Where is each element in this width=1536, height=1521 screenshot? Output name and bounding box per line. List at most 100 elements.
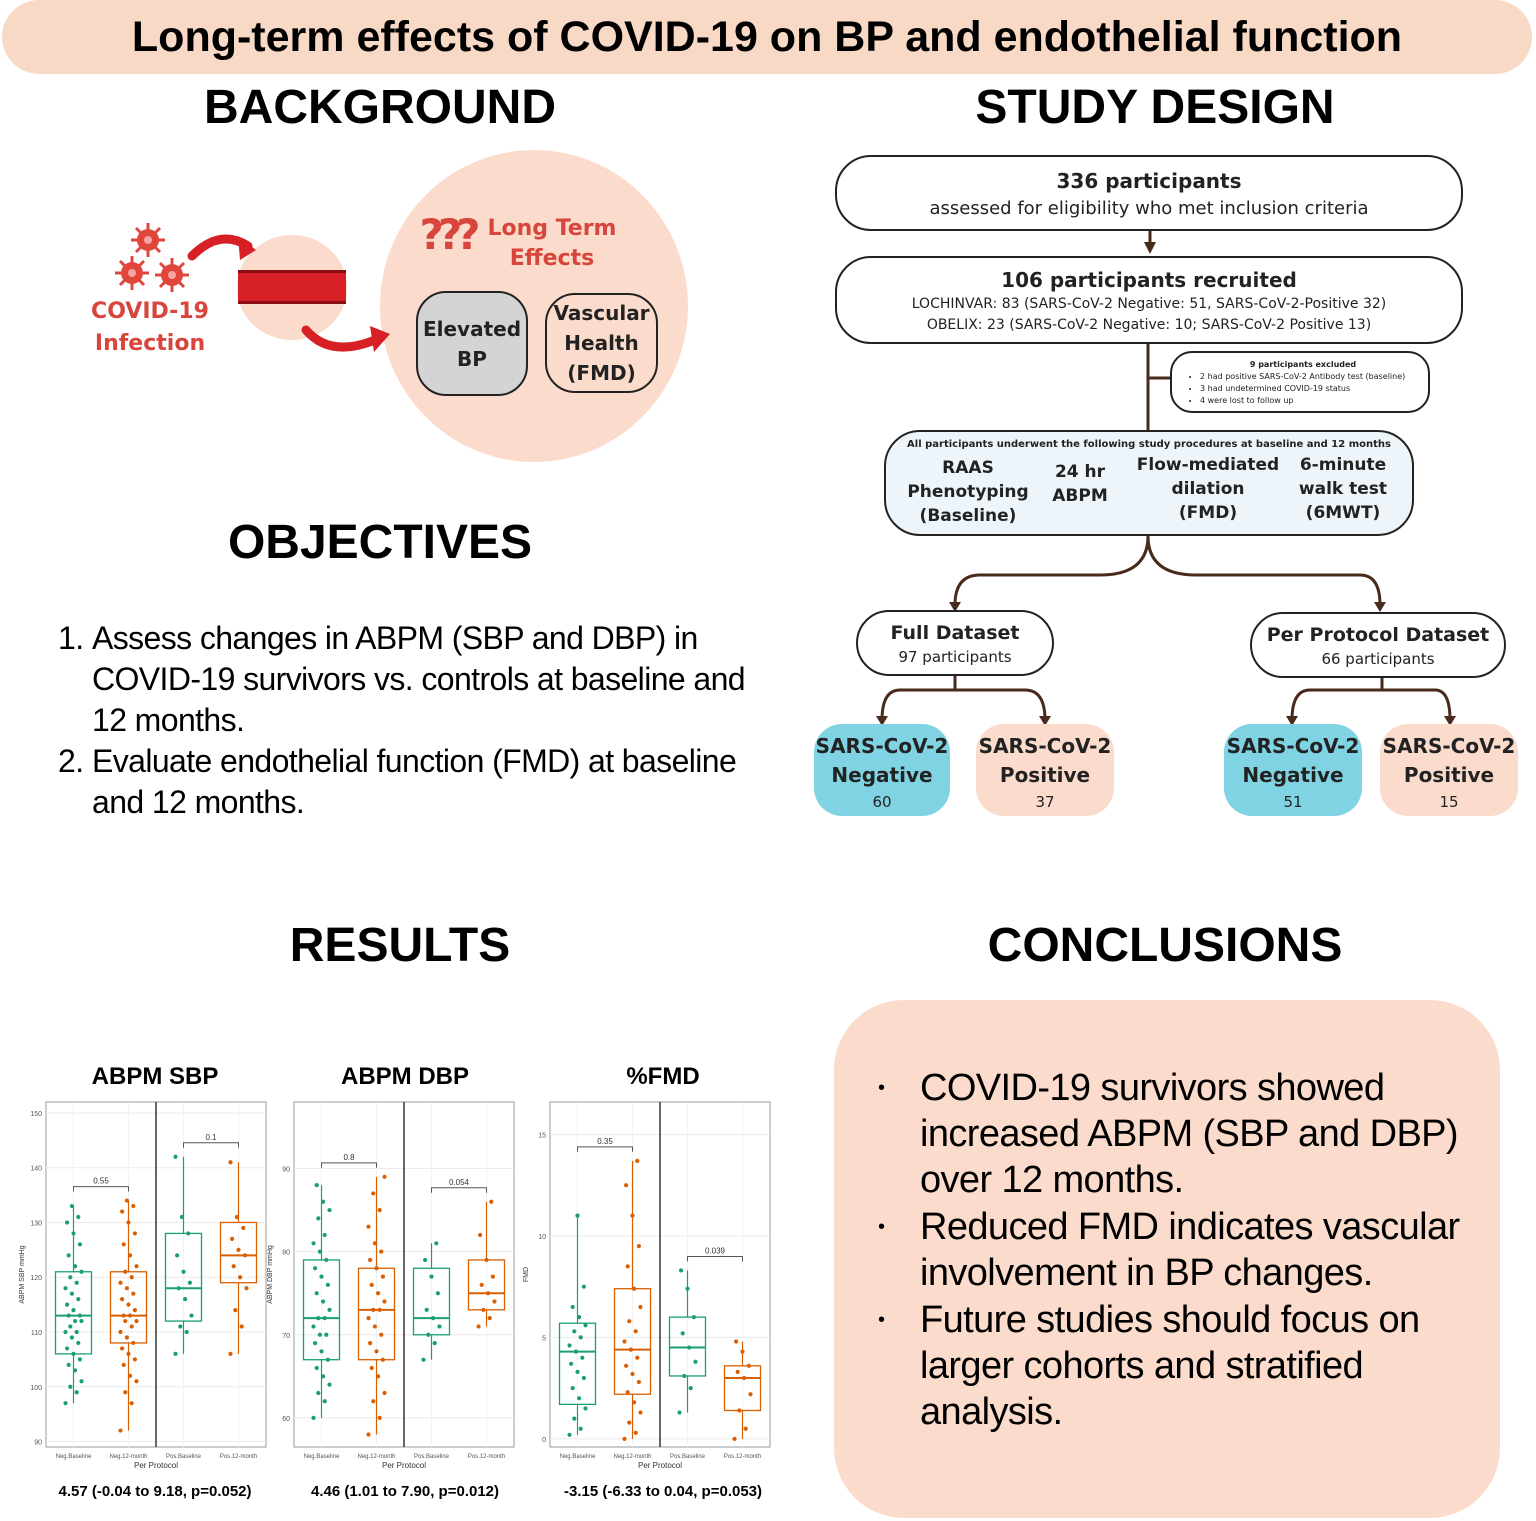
- data-point: [380, 1274, 385, 1279]
- data-point: [173, 1351, 178, 1357]
- objectives-heading: OBJECTIVES: [227, 516, 533, 569]
- chart-estimate: -3.15 (-6.33 to 0.04, p=0.053): [563, 1483, 763, 1500]
- data-point: [487, 1316, 492, 1321]
- results-heading: RESULTS: [289, 919, 511, 972]
- procedure-abpm: 24 hr ABPM: [1052, 462, 1108, 506]
- flow-connectors: [876, 230, 1456, 726]
- pp-negative-group: SARS-CoV-2 Negative 51: [1224, 724, 1362, 816]
- data-point: [128, 1253, 133, 1258]
- data-point: [693, 1359, 698, 1364]
- y-tick-label: 140: [30, 1166, 42, 1173]
- data-point: [691, 1315, 696, 1320]
- data-point: [176, 1286, 181, 1291]
- data-point: [324, 1332, 329, 1337]
- data-point: [68, 1324, 73, 1329]
- box: [164, 1232, 203, 1322]
- data-point: [120, 1209, 125, 1214]
- list-item: •Future studies should focus on larger c…: [878, 1299, 1420, 1433]
- virus-arrows-art: [115, 223, 390, 352]
- data-point: [131, 1340, 136, 1346]
- data-point: [238, 1275, 243, 1280]
- data-point: [581, 1284, 586, 1289]
- data-point: [324, 1257, 329, 1263]
- data-point: [69, 1335, 74, 1340]
- data-point: [732, 1436, 737, 1441]
- list-item: •Reduced FMD indicates vascular involvem…: [878, 1206, 1460, 1294]
- data-point: [316, 1216, 321, 1221]
- data-point: [369, 1282, 374, 1287]
- data-point: [124, 1198, 129, 1203]
- data-point: [228, 1160, 233, 1165]
- data-point: [175, 1253, 180, 1258]
- data-point: [680, 1331, 685, 1336]
- data-point: [371, 1307, 376, 1312]
- data-point: [486, 1291, 491, 1296]
- p-value-label: 0.35: [597, 1137, 613, 1146]
- data-point: [476, 1324, 481, 1329]
- data-point: [437, 1324, 442, 1329]
- data-point: [372, 1324, 377, 1329]
- y-tick-label: 90: [282, 1167, 290, 1174]
- data-point: [570, 1386, 575, 1391]
- data-point: [63, 1401, 68, 1406]
- data-point: [379, 1249, 384, 1254]
- data-point: [325, 1357, 330, 1362]
- data-point: [74, 1390, 79, 1395]
- y-tick-label: 0: [542, 1437, 546, 1444]
- data-point: [376, 1374, 381, 1379]
- data-point: [371, 1399, 376, 1404]
- pp-positive-group: SARS-CoV-2 Positive 15: [1380, 724, 1518, 816]
- y-axis-label: ABPM SBP mmHg: [19, 1245, 26, 1303]
- data-point: [366, 1432, 371, 1437]
- box: [412, 1267, 451, 1336]
- data-point: [186, 1231, 191, 1236]
- data-point: [377, 1207, 382, 1213]
- y-tick-label: 10: [538, 1234, 546, 1241]
- data-point: [316, 1316, 321, 1321]
- data-point: [479, 1282, 484, 1287]
- y-tick-label: 60: [282, 1416, 290, 1423]
- question-marks-icon: ???: [419, 210, 480, 259]
- infection-label: COVID-19 Infection: [91, 299, 209, 356]
- title-banner: Long-term effects of COVID-19 on BP and …: [2, 0, 1532, 74]
- data-point: [319, 1349, 324, 1354]
- x-tick-label: Pos.Baseline: [414, 1454, 450, 1460]
- data-point: [244, 1286, 249, 1291]
- x-tick-label: Neg.Baseline: [304, 1454, 340, 1460]
- data-point: [633, 1430, 638, 1435]
- box: [219, 1221, 258, 1284]
- data-point: [632, 1400, 637, 1405]
- procedure-6mwt: 6-minute walk test (6MWT): [1298, 455, 1388, 523]
- data-point: [77, 1313, 82, 1318]
- data-point: [66, 1362, 71, 1367]
- data-point: [492, 1299, 497, 1304]
- data-point: [746, 1363, 751, 1368]
- data-point: [233, 1307, 238, 1313]
- x-axis-label: Per Protocol: [638, 1461, 682, 1470]
- data-point: [490, 1274, 495, 1279]
- data-point: [79, 1269, 84, 1274]
- data-point: [374, 1349, 379, 1354]
- data-point: [636, 1243, 641, 1249]
- data-point: [184, 1329, 189, 1335]
- data-point: [567, 1343, 572, 1348]
- data-point: [317, 1332, 322, 1337]
- data-point: [636, 1379, 641, 1385]
- data-point: [73, 1368, 78, 1373]
- x-tick-label: Neg.12-month: [357, 1454, 395, 1460]
- data-point: [382, 1174, 387, 1179]
- data-point: [121, 1362, 126, 1367]
- y-tick-label: 80: [282, 1250, 290, 1257]
- page-title: Long-term effects of COVID-19 on BP and …: [131, 12, 1403, 61]
- chart-title: ABPM SBP: [91, 1063, 219, 1090]
- data-point: [311, 1241, 316, 1246]
- data-point: [314, 1291, 319, 1296]
- data-point: [735, 1369, 740, 1375]
- data-point: [178, 1324, 183, 1329]
- data-point: [625, 1264, 630, 1269]
- data-point: [578, 1426, 583, 1431]
- data-point: [374, 1266, 379, 1271]
- data-point: [69, 1203, 74, 1209]
- chart-estimate: 4.57 (-0.04 to 9.18, p=0.052): [58, 1483, 252, 1500]
- data-point: [432, 1340, 437, 1346]
